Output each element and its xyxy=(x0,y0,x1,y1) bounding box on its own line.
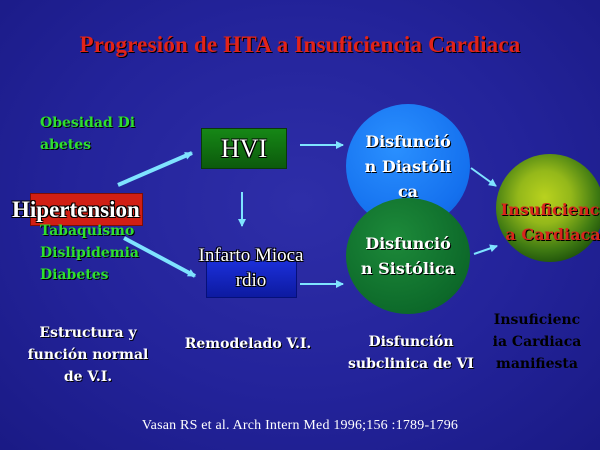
heart-failure-label: Insuficiencia Cardiaca xyxy=(500,200,600,244)
hypertension-box xyxy=(30,193,143,226)
hvi-box: HVI xyxy=(201,128,287,169)
arrow-systolic-to-hf xyxy=(473,244,498,255)
heart-failure-circle xyxy=(496,154,600,262)
citation: Vasan RS et al. Arch Intern Med 1996;156… xyxy=(141,418,459,433)
arrow-to-infarto xyxy=(123,236,196,278)
infarto-label: Infarto Miocardio xyxy=(198,245,304,291)
systolic-dysfunction-label: Disfunción Sistólica xyxy=(360,234,456,278)
hypertension-label: Hipertension xyxy=(12,197,140,222)
arrow-to-hvi xyxy=(117,151,193,187)
normal-lv-label: Estructura y función normal de V.I. xyxy=(27,325,149,385)
subclinical-label: Disfunción subclinica de VI xyxy=(348,334,474,372)
remodel-label: Remodelado V.I. xyxy=(184,336,312,352)
slide-title: Progresión de HTA a Insuficiencia Cardia… xyxy=(79,32,521,57)
infarto-box xyxy=(206,260,297,298)
arrow-diastolic-to-hf xyxy=(470,167,497,187)
risk-factors-top: Obesidad Diabetes xyxy=(40,115,136,153)
systolic-dysfunction-circle: Disfunción Sistólica xyxy=(346,198,470,314)
diastolic-dysfunction-label: Disfunción Diastólica xyxy=(364,131,452,201)
heart-failure-manifest-label: Insuficiencia Cardiaca manifiesta xyxy=(492,312,582,372)
risk-factors-bottom: Tabaquismo Dislipidemia Diabetes xyxy=(40,223,139,283)
